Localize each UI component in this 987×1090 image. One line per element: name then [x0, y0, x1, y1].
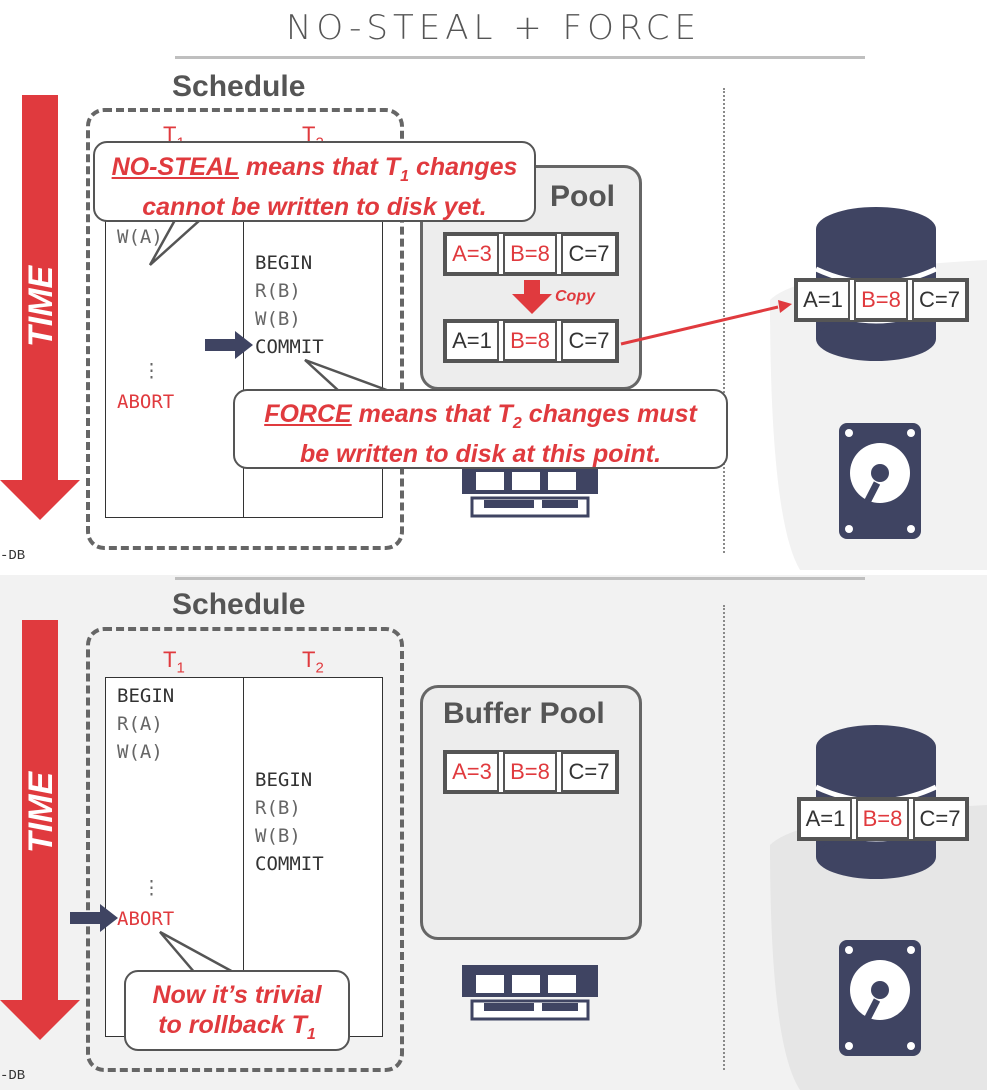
bottom-t1-begin: BEGIN [117, 685, 175, 707]
flush-to-disk-arrow [620, 300, 792, 346]
panel-divider [0, 570, 987, 575]
force-callout: FORCE means that T2 changes must be writ… [233, 389, 728, 469]
commit-pointer-arrow [205, 331, 253, 359]
nosteal-line2: cannot be written to disk yet. [142, 193, 487, 221]
force-callout-tail [304, 358, 393, 394]
bottom-t2-begin: BEGIN [255, 769, 313, 791]
t2-commit: COMMIT [255, 336, 324, 358]
bottom-t2-write-b: W(B) [255, 825, 301, 847]
copy-cell-c: C=7 [561, 321, 617, 361]
bottom-buffer-cell-a: A=3 [445, 752, 499, 792]
t1-abort: ABORT [117, 391, 175, 413]
bottom-t1-column-header: T1 [163, 647, 185, 677]
t2-begin: BEGIN [255, 252, 313, 274]
bottom-buffer-pool-box [420, 685, 642, 940]
bottom-t2-column-header: T2 [302, 647, 324, 677]
bottom-disk-cell-c: C=7 [913, 799, 967, 839]
bottom-time-arrow [0, 620, 80, 1040]
abort-pointer-arrow [70, 904, 118, 932]
top-panel: NO-STEAL + FORCE TIME Schedule T1 T2 W(A… [0, 8, 987, 570]
top-disk-cell-c: C=7 [912, 280, 967, 320]
hard-disk-icon [839, 423, 921, 539]
top-buffer-cell-b: B=8 [503, 234, 557, 274]
bottom-t1-abort: ABORT [117, 908, 175, 930]
bottom-t1-ellipsis: ⋮ [142, 877, 161, 899]
bottom-schedule-box [86, 627, 404, 1072]
bottom-footer: -DB [0, 1068, 26, 1084]
rollback-line2: to rollback T1 [158, 1011, 316, 1043]
time-arrow [0, 95, 80, 520]
bottom-t2-read-b: R(B) [255, 797, 301, 819]
rollback-callout: Now it’s trivial to rollback T1 [124, 970, 350, 1051]
t2-read-b: R(B) [255, 280, 301, 302]
top-footer: -DB [0, 548, 26, 564]
slide-title: NO-STEAL + FORCE [285, 8, 702, 48]
copy-label: Copy [555, 288, 595, 305]
bottom-buffer-cell-c: C=7 [561, 752, 617, 792]
top-buffer-cell-a: A=3 [445, 234, 499, 274]
copy-down-arrow [512, 280, 552, 314]
bottom-title-rule [175, 577, 865, 580]
t1-ellipsis: ⋮ [142, 360, 161, 382]
bottom-t1-read-a: R(A) [117, 713, 163, 735]
force-line2: be written to disk at this point. [299, 440, 662, 468]
force-line1: FORCE means that T2 changes must [264, 400, 697, 432]
top-buffer-cell-c: C=7 [561, 234, 617, 274]
buffer-pool-heading: Pool [550, 180, 615, 213]
nosteal-line1: NO-STEAL means that T1 changes [111, 153, 518, 185]
copy-cell-b: B=8 [503, 321, 557, 361]
t1-write-a: W(A) [117, 226, 163, 248]
bottom-buffer-pool-heading: Buffer Pool [443, 697, 605, 730]
rollback-line1: Now it’s trivial [152, 981, 322, 1009]
bottom-t1-write-a: W(A) [117, 741, 163, 763]
schedule-heading: Schedule [172, 70, 306, 103]
schedule-box [86, 108, 404, 550]
top-disk-cell-a: A=1 [796, 280, 850, 320]
bottom-dotted-divider [723, 605, 725, 1070]
copy-cell-a: A=1 [445, 321, 499, 361]
t2-write-b: W(B) [255, 308, 301, 330]
bottom-schedule-heading: Schedule [172, 588, 306, 621]
bottom-memory-chip-icon [462, 965, 598, 1021]
bottom-hard-disk-icon [839, 940, 921, 1056]
bottom-panel: TIME Schedule T1 T2 BEGIN R(A) W(A) BEGI… [0, 575, 987, 1090]
bottom-disk-cell-a: A=1 [799, 799, 852, 839]
bottom-disk-cell-b: B=8 [856, 799, 909, 839]
top-disk-cell-b: B=8 [854, 280, 908, 320]
nosteal-callout: NO-STEAL means that T1 changes cannot be… [93, 141, 536, 222]
title-rule [175, 56, 865, 59]
bottom-buffer-cell-b: B=8 [503, 752, 557, 792]
bottom-t2-commit: COMMIT [255, 853, 324, 875]
